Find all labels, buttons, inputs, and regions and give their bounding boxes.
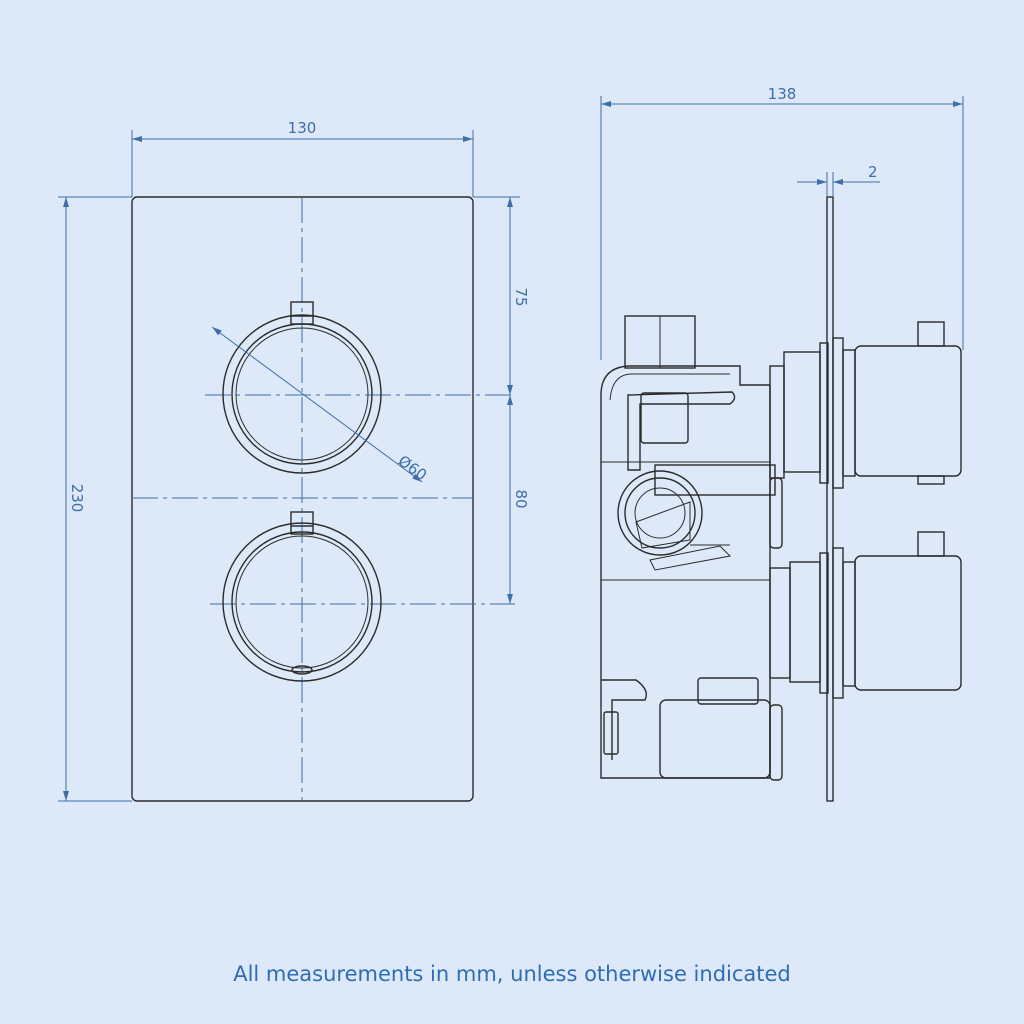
thickness-dimension: 2 [797,163,880,196]
measurement-note: All measurements in mm, unless otherwise… [233,962,791,986]
width-label: 130 [288,119,317,137]
valve-body [600,315,783,781]
lower-cartridge-side [769,531,962,699]
upper-cartridge-side [769,321,962,489]
front-view: Ø60 130 230 75 80 [58,119,530,802]
height-dimension: 230 [58,196,132,802]
lower-knob [222,511,382,682]
faceplate-profile [826,196,834,802]
diameter-leader [211,326,423,483]
side-view: 138 2 [600,85,964,802]
height-label: 230 [68,484,86,513]
depth-label: 138 [768,85,797,103]
spacing-label: 80 [512,489,530,508]
diameter-label: Ø60 [395,452,431,485]
knob-position-dimensions: 75 80 [473,196,530,604]
thickness-label: 2 [868,163,878,181]
width-dimension: 130 [131,119,474,197]
depth-dimension: 138 [600,85,964,360]
offset-label: 75 [512,287,530,306]
